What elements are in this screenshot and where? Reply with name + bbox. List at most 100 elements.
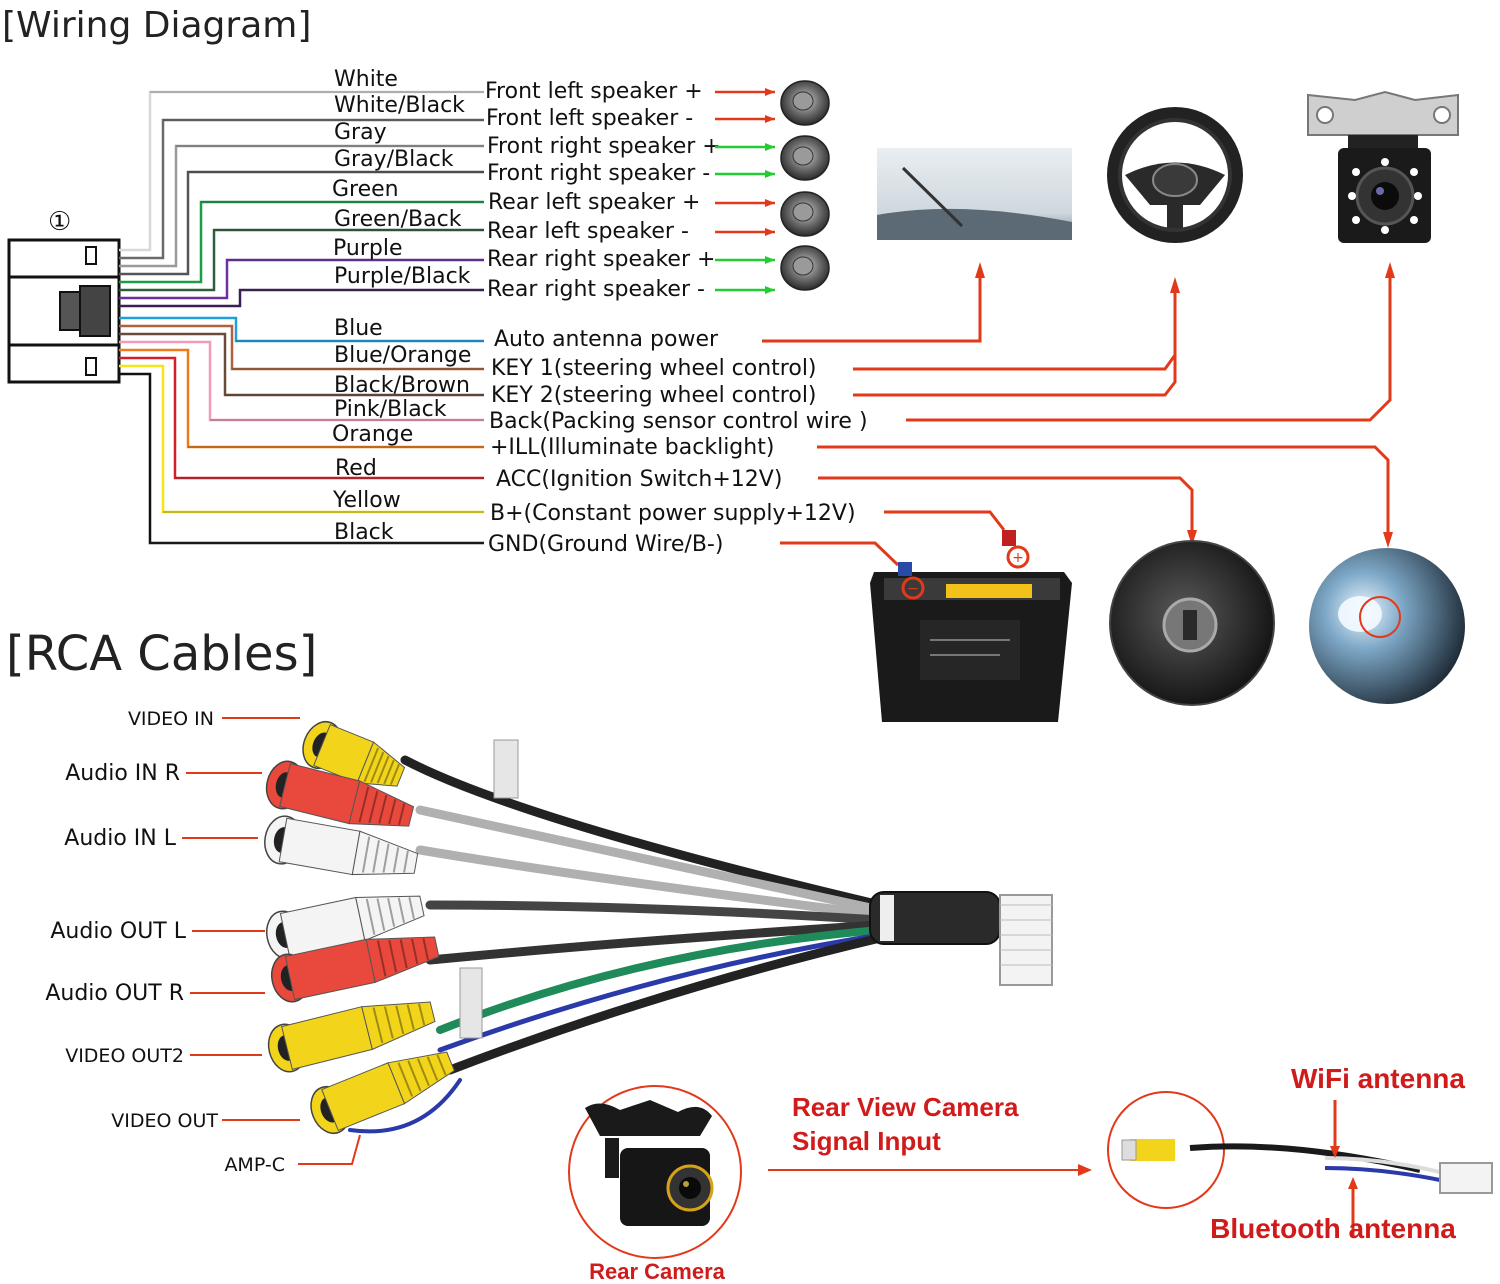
wire-color-name: Blue/Orange [334,343,471,368]
ignition-switch-photo [1109,540,1275,706]
rca-port-labels: VIDEO IN Audio IN R Audio IN L Audio OUT L A… [45,708,361,1176]
speaker-lead-arrow [765,199,775,207]
reverse-camera-photo [1307,90,1459,243]
rca-port-label: Audio OUT R [45,981,184,1006]
rca-plug [265,760,415,827]
camera-input-cable [1107,1091,1493,1235]
wire-function-label: Auto antenna power [494,327,719,352]
steering-route-line-2 [853,355,1177,397]
wire-color-name: White/Black [334,93,465,118]
rca-port-label: Audio OUT L [50,919,186,944]
speaker-icon [780,245,830,291]
rca-plug [267,1001,436,1073]
rca-port-label: AMP-C [224,1154,285,1176]
wire-function-label: +ILL(Illuminate backlight) [490,435,774,460]
wire-function-label: KEY 1(steering wheel control) [491,356,817,381]
wire-function-label: Front left speaker + [485,79,703,104]
speaker-lead-arrow [765,115,775,123]
wire-function-label: GND(Ground Wire/B-) [488,532,723,557]
routing-lines [762,270,1392,567]
antenna-photo [877,148,1072,240]
rca-plugs [264,720,455,1135]
bluetooth-antenna-label: Bluetooth antenna [1210,1213,1456,1244]
wire-color-name: Green [332,177,399,202]
rca-plug [270,936,440,1003]
svg-text:+: + [1012,550,1024,566]
wiring-diagram-title: [Wiring Diagram] [2,5,311,46]
headlight-photo [1309,548,1465,704]
signal-input-label-line2: Signal Input [792,1126,941,1156]
wire-color-name: Blue [334,316,383,341]
svg-text:−: − [907,581,919,597]
speaker-lead-arrow [765,170,775,178]
wire-color-name: Purple [333,236,402,261]
wire-color-name: Black/Brown [334,373,470,398]
wire-harness-connector: ① [7,207,121,384]
rear-camera-label: Rear Camera [589,1259,726,1284]
wire-function-label: Front left speaker - [486,106,693,131]
wire-function-label: ACC(Ignition Switch+12V) [496,467,782,492]
rca-plug [310,1051,455,1135]
rca-leader-line [298,1134,361,1165]
rca-harness [348,739,1053,1134]
speaker-lead-arrow [765,286,775,294]
speaker-group [715,80,830,294]
speaker-icon [780,135,830,181]
wire-function-label: Rear left speaker + [488,190,700,215]
wire-function-label: Rear right speaker - [487,277,705,302]
steering-route-line-1 [853,285,1177,371]
wire-labels: White Front left speaker + White/BlackFron… [332,67,868,557]
wire-color-name: Black [334,520,394,545]
wifi-antenna-label: WiFi antenna [1291,1063,1465,1094]
wire-color-name: Yellow [332,488,401,513]
signal-input-label-line1: Rear View Camera [792,1092,1019,1122]
speaker-lead-arrow [765,143,775,151]
wire-color-name: Red [335,456,377,481]
rca-port-label: VIDEO OUT [111,1110,218,1132]
car-battery-photo: − + [870,530,1072,722]
wire-color-name: White [334,67,398,92]
battery-negative-line [780,541,900,567]
speaker-lead-arrow [765,88,775,96]
antenna-route-line [762,270,982,343]
wire-function-label: KEY 2(steering wheel control) [491,383,817,408]
speaker-lead-arrow [765,228,775,236]
headlight-route-line [817,445,1390,540]
wire-color-name: Pink/Black [334,397,447,422]
wire-function-label: Rear right speaker + [487,247,715,272]
wire-function-label: Rear left speaker - [487,219,689,244]
battery-positive-line [884,510,1006,531]
wire-function-label: Front right speaker - [487,161,710,186]
wire-function-label: Back(Packing sensor control wire ) [489,409,868,434]
speaker-icon [780,191,830,237]
wire-color-name: Gray/Black [334,147,454,172]
wire-color-name: Green/Back [334,207,462,232]
rear-camera-circle [568,1085,742,1259]
rca-port-label: Audio IN L [64,826,176,851]
speaker-lead-arrow [765,256,775,264]
ignition-route-line [818,476,1194,538]
rca-plug [265,895,425,960]
wire-function-label: B+(Constant power supply+12V) [490,501,856,526]
camera-route-line [906,270,1392,422]
wire-line [119,118,484,260]
wire-function-label: Front right speaker + [487,134,721,159]
speaker-icon [780,80,830,126]
wire-color-name: Gray [334,120,387,145]
rca-cables-title: [RCA Cables] [6,626,317,682]
rca-port-label: VIDEO IN [128,708,214,730]
rca-port-label: Audio IN R [65,761,180,786]
route-arrowheads [975,262,1395,548]
wire-color-name: Orange [332,422,413,447]
wire-line [119,316,484,343]
rca-plug [264,815,419,876]
signal-arrowhead [1078,1164,1092,1176]
rca-port-label: VIDEO OUT2 [65,1045,184,1067]
connector-number: ① [48,207,71,237]
rca-plug [302,720,406,787]
steering-wheel-photo [1107,107,1243,243]
wire-color-name: Purple/Black [334,264,471,289]
wire-paths [119,90,484,545]
